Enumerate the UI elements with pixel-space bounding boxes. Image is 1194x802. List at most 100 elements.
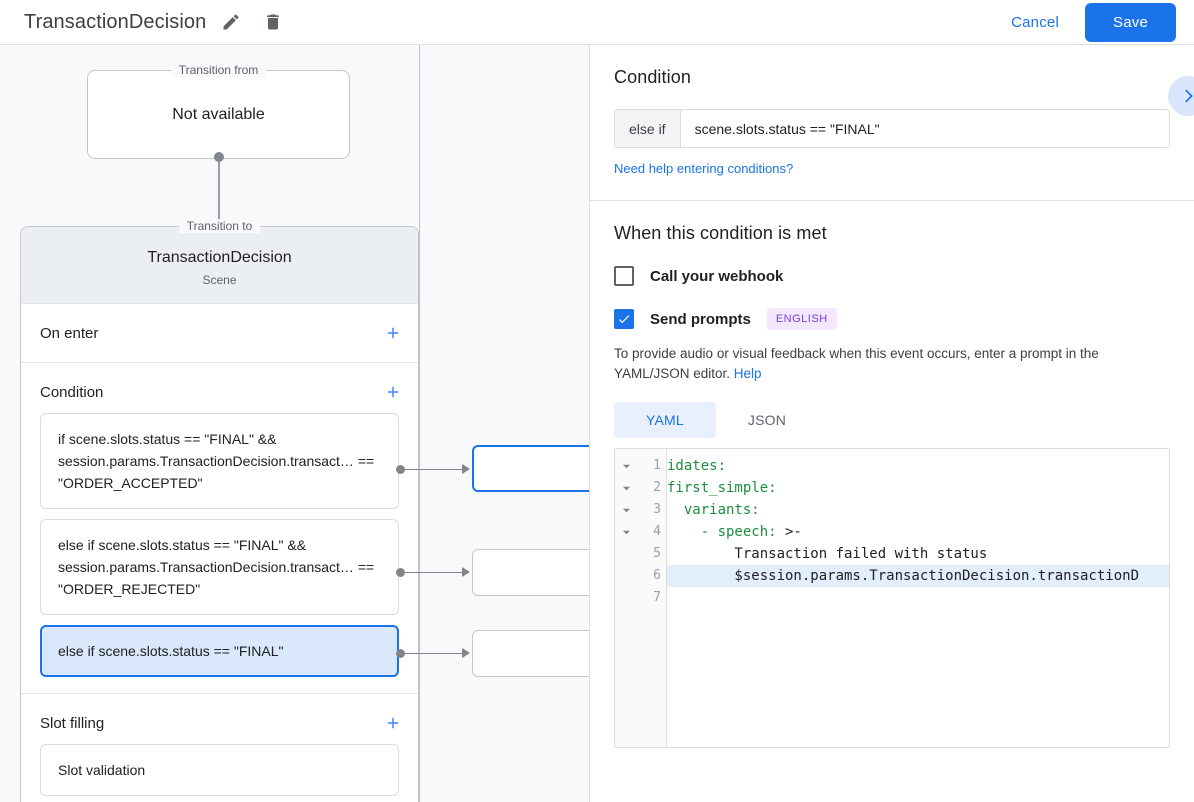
add-slot-filling-button[interactable] xyxy=(380,710,406,736)
fold-arrow-2[interactable] xyxy=(615,477,637,499)
code-key: idates: xyxy=(667,458,727,474)
condition-list: if scene.slots.status == "FINAL" && sess… xyxy=(21,413,418,693)
transition-from-legend: Transition from xyxy=(170,63,267,77)
condition-node-dot-1 xyxy=(396,465,405,474)
editor-fold-gutter[interactable] xyxy=(615,449,637,747)
chevron-right-icon-glyph xyxy=(1185,89,1193,103)
section-condition: Condition if scene.slots.status == "FINA… xyxy=(21,363,418,694)
scene-card: Transition to TransactionDecision Scene … xyxy=(20,219,419,802)
condition-item-3[interactable]: else if scene.slots.status == "FINAL" xyxy=(40,625,399,677)
code-line: variants: xyxy=(667,499,1169,521)
condition-item-1[interactable]: if scene.slots.status == "FINAL" && sess… xyxy=(40,413,399,509)
section-on-enter-title: On enter xyxy=(40,324,99,342)
line-number: 6 xyxy=(653,568,661,583)
code-line xyxy=(667,587,1169,609)
plus-icon xyxy=(387,386,399,398)
section-condition-header: Condition xyxy=(21,363,418,421)
editor-code-area[interactable]: idates: first_simple: variants: - speech… xyxy=(667,449,1169,747)
condition-editor-section: Condition else if Need help entering con… xyxy=(590,45,1194,201)
scene-card-header: Transition to TransactionDecision Scene xyxy=(21,219,418,304)
add-on-enter-button[interactable] xyxy=(380,320,406,346)
tab-json[interactable]: JSON xyxy=(716,402,818,438)
send-prompts-checkbox[interactable] xyxy=(614,309,634,329)
scene-canvas[interactable]: Transition from Not available Transition… xyxy=(0,45,589,802)
transition-target-card-2[interactable] xyxy=(472,549,589,596)
call-webhook-label: Call your webhook xyxy=(650,267,784,285)
page-title: TransactionDecision xyxy=(24,10,207,33)
code-rest: Transaction failed with status xyxy=(667,546,988,562)
prompts-description: To provide audio or visual feedback when… xyxy=(614,344,1170,384)
details-panel: Condition else if Need help entering con… xyxy=(589,45,1194,802)
canvas-rail xyxy=(419,45,420,802)
line-number: 4 xyxy=(653,524,661,539)
chevron-right-icon[interactable] xyxy=(1168,76,1194,116)
scene-type: Scene xyxy=(202,273,237,287)
section-on-enter-header: On enter xyxy=(21,304,418,362)
prompts-description-text: To provide audio or visual feedback when… xyxy=(614,346,1099,381)
condition-edge-1 xyxy=(405,469,462,470)
condition-expression-input[interactable] xyxy=(680,110,1169,147)
chevron-down-icon xyxy=(622,508,630,512)
line-number: 1 xyxy=(653,458,661,473)
section-slot-filling-title: Slot filling xyxy=(40,714,105,732)
fold-arrow-1[interactable] xyxy=(615,455,637,477)
transition-target-card-3[interactable] xyxy=(472,630,589,677)
slot-validation-item[interactable]: Slot validation xyxy=(40,744,399,796)
editor-line-numbers: 1 2 3 4 5 6 7 xyxy=(637,449,667,747)
code-line: idates: xyxy=(667,455,1169,477)
send-prompts-row: Send prompts ENGLISH xyxy=(614,308,1170,330)
code-key: - speech: xyxy=(667,524,777,540)
condition-edge-arrow-2 xyxy=(462,567,470,577)
cancel-button[interactable]: Cancel xyxy=(997,5,1073,40)
line-number: 5 xyxy=(653,546,661,561)
condition-edge-2 xyxy=(405,572,462,573)
call-webhook-checkbox[interactable] xyxy=(614,266,634,286)
fold-arrow-3[interactable] xyxy=(615,499,637,521)
trash-icon-glyph xyxy=(267,14,280,30)
webhook-row: Call your webhook xyxy=(614,266,1170,286)
code-line-active: $session.params.TransactionDecision.tran… xyxy=(667,565,1169,587)
check-icon xyxy=(618,315,630,324)
transition-target-card-1[interactable] xyxy=(472,445,589,492)
line-number: 7 xyxy=(653,590,661,605)
save-button[interactable]: Save xyxy=(1085,2,1176,42)
code-line: Transaction failed with status xyxy=(667,543,1169,565)
condition-edge-3 xyxy=(405,653,462,654)
section-condition-title: Condition xyxy=(40,383,104,401)
code-line: - speech: >- xyxy=(667,521,1169,543)
language-badge: ENGLISH xyxy=(766,308,837,330)
code-editor[interactable]: 1 2 3 4 5 6 7 idates: first_simple: vari… xyxy=(614,448,1170,748)
pencil-icon[interactable] xyxy=(214,5,248,39)
add-condition-button[interactable] xyxy=(380,379,406,405)
slot-filling-list: Slot validation xyxy=(21,744,418,802)
section-slot-filling: Slot filling Slot validation xyxy=(21,694,418,802)
code-rest: >- xyxy=(776,524,802,540)
chevron-down-icon xyxy=(622,464,630,468)
plus-icon xyxy=(387,327,399,339)
trash-icon[interactable] xyxy=(256,5,290,39)
condition-edge-arrow-3 xyxy=(462,648,470,658)
line-number: 3 xyxy=(653,502,661,517)
transition-to-legend: Transition to xyxy=(178,219,261,233)
tab-yaml[interactable]: YAML xyxy=(614,402,716,438)
code-key: variants: xyxy=(667,502,760,518)
code-rest: $session.params.TransactionDecision.tran… xyxy=(667,568,1140,584)
code-line: first_simple: xyxy=(667,477,1169,499)
condition-item-2[interactable]: else if scene.slots.status == "FINAL" &&… xyxy=(40,519,399,615)
condition-panel-heading: Condition xyxy=(614,67,691,87)
section-on-enter: On enter xyxy=(21,304,418,363)
condition-edge-arrow-1 xyxy=(462,464,470,474)
condition-node-dot-2 xyxy=(396,568,405,577)
chevron-down-icon xyxy=(622,530,630,534)
line-number: 2 xyxy=(653,480,661,495)
transition-from-value: Not available xyxy=(172,105,265,123)
prompts-help-link[interactable]: Help xyxy=(733,366,762,381)
condition-input-row: else if xyxy=(614,109,1170,148)
fold-arrow-4[interactable] xyxy=(615,521,637,543)
condition-help-link[interactable]: Need help entering conditions? xyxy=(614,161,794,176)
when-condition-met-heading: When this condition is met xyxy=(614,223,827,243)
top-bar: TransactionDecision Cancel Save xyxy=(0,0,1194,45)
chevron-down-icon xyxy=(622,486,630,490)
pencil-icon-glyph xyxy=(223,14,239,30)
